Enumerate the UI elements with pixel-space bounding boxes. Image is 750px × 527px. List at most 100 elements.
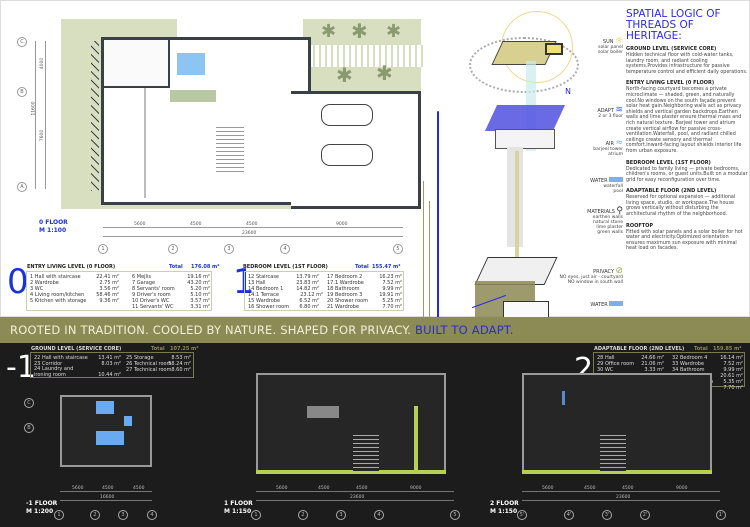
floor-number-0: 0 (7, 262, 29, 302)
table-total-label: Total (694, 346, 708, 352)
table-total-value: 176.08 m² (191, 264, 220, 270)
table-total-label: Total (151, 346, 165, 352)
grid-row-c: C (17, 37, 27, 47)
table-area: 19.91 m² (379, 292, 402, 298)
terrace-green (256, 470, 446, 474)
grid-col-3: 3 (224, 244, 234, 254)
table-area: 9.99 m² (382, 286, 402, 292)
table-row: 33 Wardrobe (672, 361, 705, 367)
dim-h-3: 4500 (246, 222, 258, 227)
section-adaptable-floor: ADAPTABLE FLOOR (2ND LEVEL) Reserved for… (626, 188, 748, 217)
table-row: 8 Servants' room (132, 286, 175, 292)
tag-sun: SUN ☼ solar panel solar boiler (597, 36, 623, 56)
dim-line-horizontal (522, 500, 720, 501)
floor-0-label: 0 FLOOR M 1:100 (39, 219, 68, 235)
grid-col-2: 2 (90, 510, 100, 520)
dim-h-3: 4500 (356, 486, 368, 491)
table-row: 16 Shower room (248, 304, 290, 310)
thread-line-decor (429, 201, 430, 318)
section-heading: GROUND LEVEL (SERVICE CORE) (626, 46, 717, 52)
dim-h-4: 9000 (676, 486, 688, 491)
pool (177, 53, 205, 75)
dim-h-1: 5600 (542, 486, 554, 491)
grid-col-1: 1 (98, 244, 108, 254)
mejlis-room (104, 40, 170, 88)
table-total-value: 159.85 m² (713, 346, 742, 352)
compass-north: N (565, 87, 571, 96)
garage (291, 91, 421, 209)
dim-line-horizontal (103, 236, 403, 237)
section-rooftop: ROOFTOP Fitted with solar panels and a s… (626, 223, 748, 252)
side-panel: SPATIAL LOGIC OF THREADS OF HERITAGE: GR… (626, 9, 748, 252)
terrace-green (414, 406, 418, 472)
table-row: 22 Hall with staircase (34, 355, 88, 361)
dim-line-horizontal (60, 500, 152, 501)
table-row: 21 Wardrobe (327, 304, 360, 310)
table-row: 10 Driver's WC (132, 298, 170, 304)
table-area: 24.66 m² (641, 355, 664, 361)
table-area: 14.82 m² (296, 286, 319, 292)
grid-col-5: 5 (393, 244, 403, 254)
table-row: 6 Mejlis (132, 274, 151, 280)
table-area: 7.52 m² (723, 361, 743, 367)
table-row: 30 WC (597, 367, 614, 373)
table-area: 7.52 m² (382, 280, 402, 286)
dim-line-horizontal (256, 491, 454, 492)
table-row: 17 Bedroom 2 (327, 274, 363, 280)
table-area: 8.60 m² (171, 367, 191, 373)
tag-water: WATER waterfall pool (590, 177, 623, 194)
table-area: 13.79 m² (296, 274, 319, 280)
dim-line-vertical (35, 41, 36, 189)
water-icon (609, 301, 623, 306)
table-row: 15 Wardrobe (248, 298, 281, 304)
floor2-walls (495, 129, 555, 149)
dim-h-1: 5600 (276, 486, 288, 491)
table-row: 23 Corridor (34, 361, 63, 367)
table-area: 23.12 m² (300, 292, 323, 298)
grid-col-2: 2 (168, 244, 178, 254)
grid-col-2p: 2' (640, 510, 650, 520)
table-row: 1 Hall with staircase (30, 274, 81, 280)
grid-col-5: 5 (450, 510, 460, 520)
thread-line-decor (423, 181, 424, 318)
room-table-1: 12 Staircase 13.79 m² 13 Hall 23.83 m² 1… (244, 271, 404, 311)
window-blue (562, 391, 565, 405)
dim-line-horizontal (522, 491, 720, 492)
tag-privacy: PRIVACY ⊘ NO eyes, just air - courtyard … (559, 266, 623, 286)
table-title: BEDROOM LEVEL (1ST FLOOR) (243, 264, 328, 270)
table-area: 5.25 m² (382, 298, 402, 304)
table-row: 34 Bathroom (672, 367, 705, 373)
staircase (216, 125, 244, 175)
table-row: 27 Technical room (126, 367, 172, 373)
palm-tree-icon: ✱ (376, 61, 393, 85)
table-total-label: Total (169, 264, 183, 270)
table-title: ADAPTABLE FLOOR (2ND LEVEL) (594, 346, 685, 352)
floor-scale-text: M 1:150 (490, 508, 518, 515)
table-row: 25 Storage (126, 355, 154, 361)
table-area: 19.16 m² (187, 274, 210, 280)
top-panel: ✱ ✱ ✱ ✱ ✱ C B A 4000 7600 11600 5600 450… (0, 0, 750, 318)
planter (307, 406, 339, 418)
dim-h-2: 4500 (102, 486, 114, 491)
slogan-text: ROOTED IN TRADITION. COOLED BY NATURE. S… (10, 323, 514, 337)
floor-label-text: 2 FLOOR (490, 500, 519, 507)
table-area: 10.44 m² (98, 372, 121, 378)
table-area: 20.61 m² (720, 373, 743, 379)
grid-col-5p: 5' (517, 510, 527, 520)
living-room-divider (144, 88, 146, 198)
dim-h-2: 4500 (584, 486, 596, 491)
dim-h-total: 23600 (350, 495, 365, 500)
floor-scale-text: M 1:150 (224, 508, 252, 515)
slogan-banner: ROOTED IN TRADITION. COOLED BY NATURE. S… (0, 317, 750, 343)
room-table-0: 1 Hall with staircase 22.41 m² 2 Wardrob… (26, 271, 212, 311)
table-area: 9.36 m² (99, 298, 119, 304)
dim-h-total: 23600 (616, 495, 631, 500)
grid-row-b: B (17, 87, 27, 97)
dim-h-3: 4500 (622, 486, 634, 491)
grid-col-3: 3 (336, 510, 346, 520)
grid-col-3p: 3' (602, 510, 612, 520)
bottom-panel: -1 GROUND LEVEL (SERVICE CORE) Total 107… (0, 343, 750, 527)
table-area: 8.53 m² (171, 355, 191, 361)
car-icon (321, 144, 373, 166)
palm-tree-icon: ✱ (336, 63, 353, 87)
